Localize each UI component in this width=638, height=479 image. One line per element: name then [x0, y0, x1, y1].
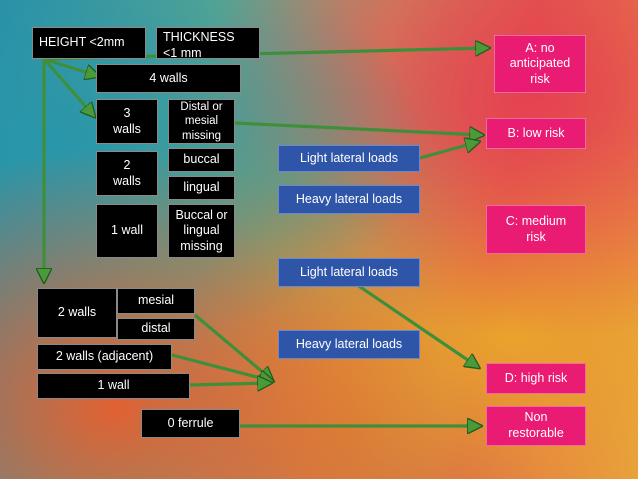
node-two-walls-b: 2 walls: [37, 288, 117, 338]
node-four-walls: 4 walls: [96, 64, 241, 93]
load-heavy-2: Heavy lateral loads: [278, 330, 420, 359]
risk-d: D: high risk: [486, 363, 586, 394]
node-distal: distal: [117, 318, 195, 340]
load-light-2: Light lateral loads: [278, 258, 420, 287]
node-three-walls: 3 walls: [96, 99, 158, 144]
node-two-walls-a: 2 walls: [96, 151, 158, 196]
risk-c: C: medium risk: [486, 205, 586, 254]
node-height: HEIGHT <2mm: [32, 27, 146, 59]
node-thickness: THICKNESS <1 mm: [156, 27, 260, 60]
load-light-1: Light lateral loads: [278, 145, 420, 172]
node-distal-mesial-missing: Distal or mesial missing: [168, 99, 235, 144]
node-mesial: mesial: [117, 288, 195, 314]
node-one-wall-a: 1 wall: [96, 204, 158, 258]
risk-a: A: no anticipated risk: [494, 35, 586, 93]
node-zero-ferrule: 0 ferrule: [141, 409, 240, 438]
node-one-wall-b: 1 wall: [37, 373, 190, 399]
node-two-walls-adjacent: 2 walls (adjacent): [37, 344, 172, 370]
load-heavy-1: Heavy lateral loads: [278, 185, 420, 214]
risk-b: B: low risk: [486, 118, 586, 149]
risk-non-restorable: Non restorable: [486, 406, 586, 446]
node-buccal: buccal: [168, 148, 235, 172]
node-lingual: lingual: [168, 176, 235, 200]
node-buccal-lingual-missing: Buccal or lingual missing: [168, 204, 235, 258]
